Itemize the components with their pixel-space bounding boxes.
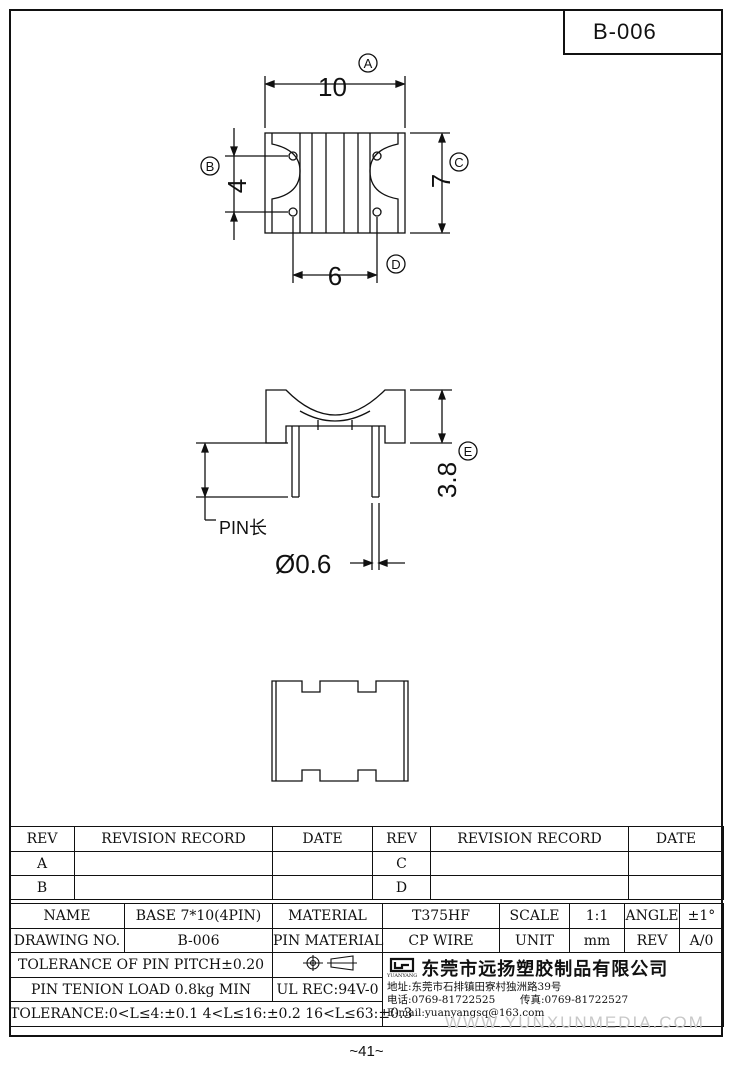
company-phone: 电话:0769-81722525 xyxy=(387,994,496,1006)
material-label: MATERIAL xyxy=(272,903,383,929)
ul-rating: UL REC:94V-0 xyxy=(272,977,383,1002)
rev-c: C xyxy=(372,851,431,876)
angle-value: ±1° xyxy=(679,903,724,929)
rev-b: B xyxy=(9,875,75,900)
unit-label: UNIT xyxy=(499,928,570,953)
marker-a: A xyxy=(364,56,373,71)
date-header-left: DATE xyxy=(272,826,373,852)
company-email: E-mail:yuanyangsq@163.com xyxy=(387,1007,545,1019)
material-value: T375HF xyxy=(382,903,500,929)
date-header-right: DATE xyxy=(628,826,724,852)
revision-record-cell xyxy=(430,875,629,900)
dim-length: 7 xyxy=(426,174,456,188)
pin-material-value: CP WIRE xyxy=(382,928,500,953)
revision-record-cell xyxy=(74,875,273,900)
drawing-code-box: B-006 xyxy=(563,10,722,55)
rev-header-right: REV xyxy=(372,826,431,852)
page-number: ~41~ xyxy=(349,1043,384,1060)
title-block: NAME BASE 7*10(4PIN) MATERIAL T375HF SCA… xyxy=(9,903,724,1027)
company-info: YUANYANG 东莞市远扬塑胶制品有限公司 地址:东莞市石排镇田寮村独洲路39… xyxy=(382,952,724,1027)
rev-value: A/0 xyxy=(679,928,724,953)
marker-c: C xyxy=(454,155,463,170)
company-name: 东莞市远扬塑胶制品有限公司 xyxy=(421,959,669,980)
dim-pin-row: 6 xyxy=(328,261,342,291)
marker-e: E xyxy=(464,444,473,459)
rev-a: A xyxy=(9,851,75,876)
logo-text: YUANYANG xyxy=(387,973,418,979)
dim-width: 10 xyxy=(318,72,347,102)
company-address: 地址:东莞市石排镇田寮村独洲路39号 xyxy=(387,981,562,993)
marker-d: D xyxy=(391,257,400,272)
date-cell xyxy=(272,851,373,876)
general-tolerance: TOLERANCE:0<L≤4:±0.1 4<L≤16:±0.2 16<L≤63… xyxy=(9,1001,412,1027)
dim-pin-pitch: 4 xyxy=(222,179,252,193)
rev-header-left: REV xyxy=(9,826,75,852)
pin-material-label: PIN MATERIAL xyxy=(272,928,383,953)
yuanyang-logo-icon xyxy=(390,957,415,973)
dim-pin-length: PIN长 xyxy=(219,518,267,538)
drawing-frame xyxy=(9,9,723,1037)
side-view xyxy=(265,389,406,498)
date-cell xyxy=(628,851,724,876)
scale-value: 1:1 xyxy=(569,903,625,929)
unit-value: mm xyxy=(569,928,625,953)
name-value: BASE 7*10(4PIN) xyxy=(124,903,273,929)
revision-record-cell xyxy=(74,851,273,876)
date-cell xyxy=(628,875,724,900)
revision-record-header-right: REVISION RECORD xyxy=(430,826,629,852)
dim-pin-diameter: Ø0.6 xyxy=(275,549,331,579)
revision-record-header-left: REVISION RECORD xyxy=(74,826,273,852)
rev-d: D xyxy=(372,875,431,900)
drawing-code: B-006 xyxy=(593,18,657,44)
angle-label: ANGLE xyxy=(624,903,680,929)
bottom-view xyxy=(271,680,409,782)
rev-label: REV xyxy=(624,928,680,953)
watermark: WWW.YUNXUNMEDIA.COM xyxy=(445,1013,705,1032)
drawing-no-label: DRAWING NO. xyxy=(9,928,125,953)
company-fax: 传真:0769-81722527 xyxy=(519,994,629,1006)
tolerance-pin-pitch: TOLERANCE OF PIN PITCH±0.20 xyxy=(9,952,273,978)
marker-b: B xyxy=(206,159,215,174)
technical-drawing: 10 A B C D E 4 7 6 3.8 PIN长 Ø0.6 xyxy=(196,53,478,782)
revision-table: REV REVISION RECORD DATE REV REVISION RE… xyxy=(9,826,724,900)
revision-record-cell xyxy=(430,851,629,876)
scale-label: SCALE xyxy=(499,903,570,929)
date-cell xyxy=(272,875,373,900)
company-logo: YUANYANG xyxy=(387,957,417,979)
dim-height: 3.8 xyxy=(432,462,462,498)
first-angle-projection-icon xyxy=(302,955,357,971)
name-label: NAME xyxy=(9,903,125,929)
pin-tension-load: PIN TENION LOAD 0.8kg MIN xyxy=(9,977,273,1002)
top-view xyxy=(264,132,406,234)
drawing-no-value: B-006 xyxy=(124,928,273,953)
projection-symbol xyxy=(272,952,383,978)
